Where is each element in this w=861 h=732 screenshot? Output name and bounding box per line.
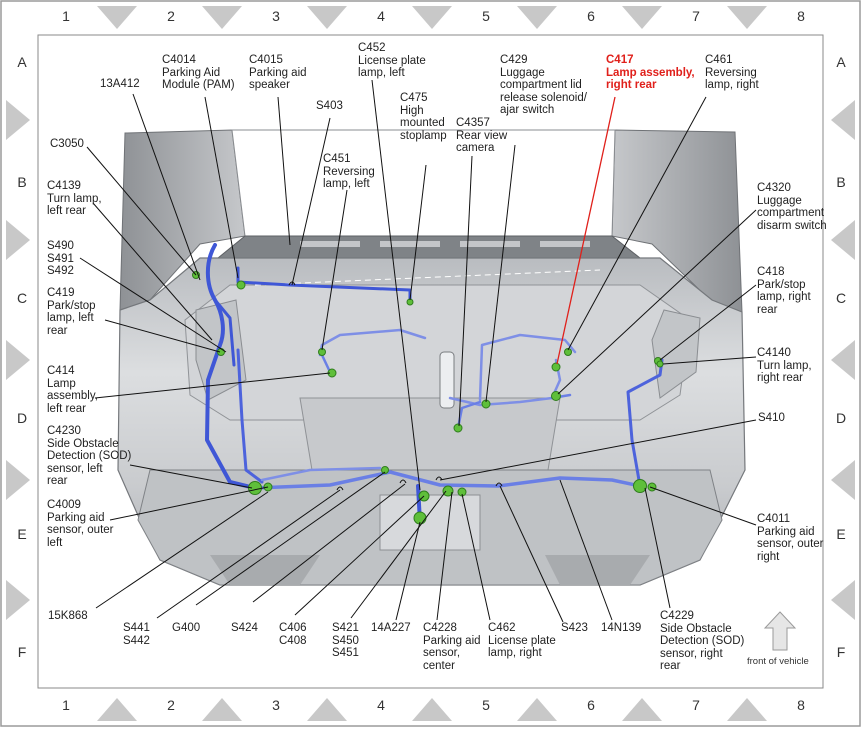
border-markers-right — [831, 100, 855, 620]
callout-s423: S423 — [561, 622, 588, 634]
leader-line-c417 — [556, 96, 616, 365]
border-markers-top — [97, 6, 767, 29]
callout-c475: C475 High mounted stoplamp — [400, 92, 447, 142]
grid-column-1-bottom: 1 — [62, 697, 70, 713]
callout-c4228: C4228 Parking aid sensor, center — [423, 622, 481, 672]
callout-c4320: C4320 Luggage compartment disarm switch — [757, 182, 827, 232]
callout-c406: C406 C408 — [279, 622, 307, 647]
callout-c4229: C4229 Side Obstacle Detection (SOD) sens… — [660, 610, 745, 672]
callout-c4015: C4015 Parking aid speaker — [249, 54, 307, 91]
callout-15k868: 15K868 — [48, 610, 88, 622]
callout-c462: C462 License plate lamp, right — [488, 622, 556, 659]
callout-s441: S441 S442 — [123, 622, 150, 647]
front-of-vehicle-label: front of vehicle — [747, 656, 809, 667]
grid-column-5-bottom: 5 — [482, 697, 490, 713]
up-arrow-icon — [763, 611, 797, 651]
leader-lines — [79, 79, 757, 623]
connector-c461 — [564, 348, 572, 356]
callout-13a412: 13A412 — [100, 78, 140, 90]
callout-c451: C451 Reversing lamp, left — [323, 153, 375, 190]
grid-row-C-left: C — [16, 290, 28, 306]
grid-column-2-bottom: 2 — [167, 697, 175, 713]
callout-s403: S403 — [316, 100, 343, 112]
border-markers-left — [6, 100, 30, 620]
grid-column-3-top: 3 — [272, 8, 280, 24]
grid-column-1-top: 1 — [62, 8, 70, 24]
connector-c4140 — [656, 360, 664, 368]
callout-s424: S424 — [231, 622, 258, 634]
grid-column-6-bottom: 6 — [587, 697, 595, 713]
callout-14n139: 14N139 — [601, 622, 642, 634]
callout-c429: C429 Luggage compartment lid release sol… — [500, 54, 587, 116]
border-markers-bottom — [97, 698, 767, 721]
connector-c4229 — [647, 482, 657, 492]
grid-row-F-left: F — [17, 644, 27, 660]
callout-c419: C419 Park/stop lamp, left rear — [47, 287, 96, 337]
grid-row-B-left: B — [17, 174, 27, 190]
callout-14a227: 14A227 — [371, 622, 411, 634]
connector-c4014 — [236, 280, 246, 290]
callout-c414: C414 Lamp assembly, left rear — [47, 365, 98, 415]
grid-column-4-top: 4 — [377, 8, 385, 24]
grid-row-C-right: C — [835, 290, 847, 306]
callout-c417: C417 Lamp assembly, right rear — [606, 54, 695, 91]
callout-c4011: C4011 Parking aid sensor, outer right — [757, 513, 824, 563]
callout-s421: S421 S450 S451 — [332, 622, 359, 659]
grid-column-3-bottom: 3 — [272, 697, 280, 713]
grid-column-7-bottom: 7 — [692, 697, 700, 713]
grid-column-4-bottom: 4 — [377, 697, 385, 713]
callout-c4357: C4357 Rear view camera — [456, 117, 508, 154]
callout-c4140: C4140 Turn lamp, right rear — [757, 347, 812, 384]
connector-s421 — [442, 485, 454, 497]
grid-row-B-right: B — [836, 174, 846, 190]
grid-column-8-bottom: 8 — [797, 697, 805, 713]
callout-c4009: C4009 Parking aid sensor, outer left — [47, 499, 114, 549]
grid-row-A-right: A — [836, 54, 846, 70]
grid-row-E-left: E — [17, 526, 27, 542]
callout-c4014: C4014 Parking Aid Module (PAM) — [162, 54, 235, 91]
connector-c4357 — [453, 423, 463, 433]
grid-row-D-left: D — [16, 410, 28, 426]
connector-c417 — [551, 362, 561, 372]
callout-s410: S410 — [758, 412, 785, 424]
grid-column-2-top: 2 — [167, 8, 175, 24]
callout-c3050: C3050 — [50, 138, 84, 150]
grid-column-6-top: 6 — [587, 8, 595, 24]
callout-g400: G400 — [172, 622, 201, 634]
grid-row-A-left: A — [17, 54, 27, 70]
callout-c418: C418 Park/stop lamp, right rear — [757, 266, 811, 316]
connector-g400 — [381, 466, 389, 474]
grid-column-7-top: 7 — [692, 8, 700, 24]
connector-c4011 — [633, 479, 647, 493]
vehicle-rear-body — [117, 129, 746, 586]
callout-c4230: C4230 Side Obstacle Detection (SOD) sens… — [47, 425, 132, 487]
callout-c452: C452 License plate lamp, left — [358, 42, 426, 79]
grid-column-8-top: 8 — [797, 8, 805, 24]
grid-row-F-right: F — [836, 644, 846, 660]
callout-c4139: C4139 Turn lamp, left rear — [47, 180, 102, 217]
grid-row-D-right: D — [835, 410, 847, 426]
splice-marks — [288, 281, 503, 491]
callout-c461: C461 Reversing lamp, right — [705, 54, 759, 91]
grid-column-5-top: 5 — [482, 8, 490, 24]
callout-s490: S490 S491 S492 — [47, 240, 74, 277]
grid-row-E-right: E — [836, 526, 846, 542]
